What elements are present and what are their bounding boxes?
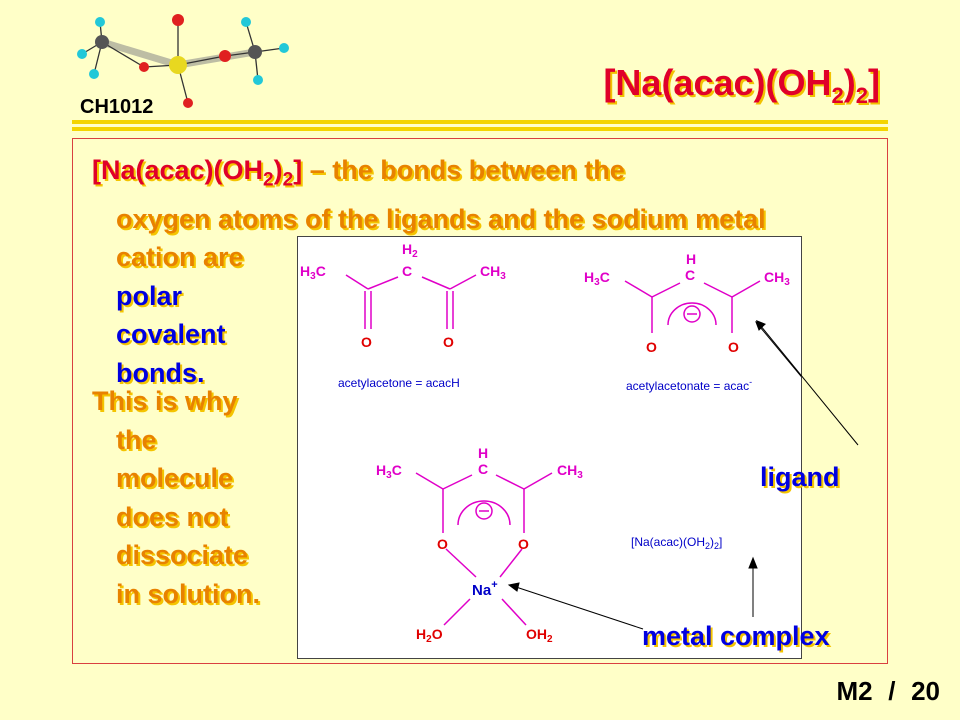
slide-number-value: 20	[911, 676, 940, 706]
body-line: This is why	[92, 386, 238, 416]
methyl-group-left: H3C	[376, 462, 402, 481]
oxygen-label: O	[437, 536, 448, 552]
methyl-group-left: H3C	[584, 269, 610, 288]
reason-line: the	[116, 424, 157, 455]
carbon-label: C	[685, 267, 695, 283]
water-ligand-left: H2O	[416, 626, 443, 645]
methyl-group-right: CH3	[557, 462, 583, 481]
body-line: cation are	[116, 242, 244, 273]
lead-formula: [Na(acac)(OH2)2]	[92, 155, 303, 191]
reason-line: dissociate	[116, 540, 249, 570]
header-rule-top	[72, 120, 888, 124]
ligand-arrow	[756, 320, 859, 446]
slide-title: [Na(acac)(OH2)2]	[603, 62, 880, 109]
callout-arrows	[507, 321, 801, 630]
oxygen-label: O	[361, 334, 372, 350]
header-rule-bottom	[72, 127, 888, 131]
reason-line: in solution.	[116, 578, 260, 609]
acac-caption: acetylacetonate = acac-	[626, 377, 752, 393]
bond-word: covalent	[116, 319, 226, 350]
acetylacetonate-structure: H3C C H CH3 O O acetylacetonate = acac-	[584, 251, 790, 393]
structure-diagram: H3C C H2 CH3 O O acetylacetone = acacH H…	[297, 236, 802, 659]
oxygen-label: O	[518, 536, 529, 552]
sodium-complex-structure: H3C C H CH3 O O Na+ H2O OH2 [Na(acac)(OH…	[376, 445, 722, 645]
oxygen-label: O	[728, 339, 739, 355]
dissociation-explanation: This is why the molecule does not dissoc…	[92, 382, 260, 613]
complex-caption: [Na(acac)(OH2)2]	[631, 535, 722, 551]
slide-separator: /	[888, 676, 896, 706]
bond-explanation: [Na(acac)(OH2)2] – the bonds between the…	[92, 151, 766, 392]
oxygen-label: O	[443, 334, 454, 350]
acacH-caption: acetylacetone = acacH	[338, 376, 460, 390]
acetylacetone-structure: H3C C H2 CH3 O O acetylacetone = acacH	[300, 241, 506, 390]
sodium-cation-label: Na+	[472, 579, 498, 599]
carbon-label: C	[402, 263, 412, 279]
methyl-group-right: CH3	[480, 263, 506, 282]
hydrogen-label: H	[686, 251, 696, 267]
reason-line: molecule	[116, 463, 234, 493]
course-code: CH1012	[80, 96, 154, 118]
module-label: M2	[836, 676, 873, 706]
ligand-callout: ligand	[760, 462, 840, 492]
methyl-group-right: CH3	[764, 269, 790, 288]
metal-complex-callout: metal complex	[642, 621, 830, 651]
reason-line: does not	[116, 501, 229, 532]
methyl-group-left: H3C	[300, 263, 326, 282]
molecule-logo-icon	[70, 10, 300, 115]
bond-word: bonds.	[116, 357, 205, 388]
body-line: oxygen atoms of the ligands and the sodi…	[116, 203, 766, 234]
slide-number: M2 / 20	[836, 676, 940, 707]
water-ligand-right: OH2	[526, 626, 553, 645]
content-panel	[72, 138, 888, 664]
lead-line: [Na(acac)(OH2)2] – the bonds between the	[92, 151, 766, 200]
hydrogen-label: H	[478, 445, 488, 461]
lead-rest: – the bonds between the	[302, 155, 625, 185]
methylene-label: H2	[402, 241, 418, 260]
oxygen-label: O	[646, 339, 657, 355]
carbon-label: C	[478, 461, 488, 477]
bond-word: polar	[116, 280, 183, 311]
